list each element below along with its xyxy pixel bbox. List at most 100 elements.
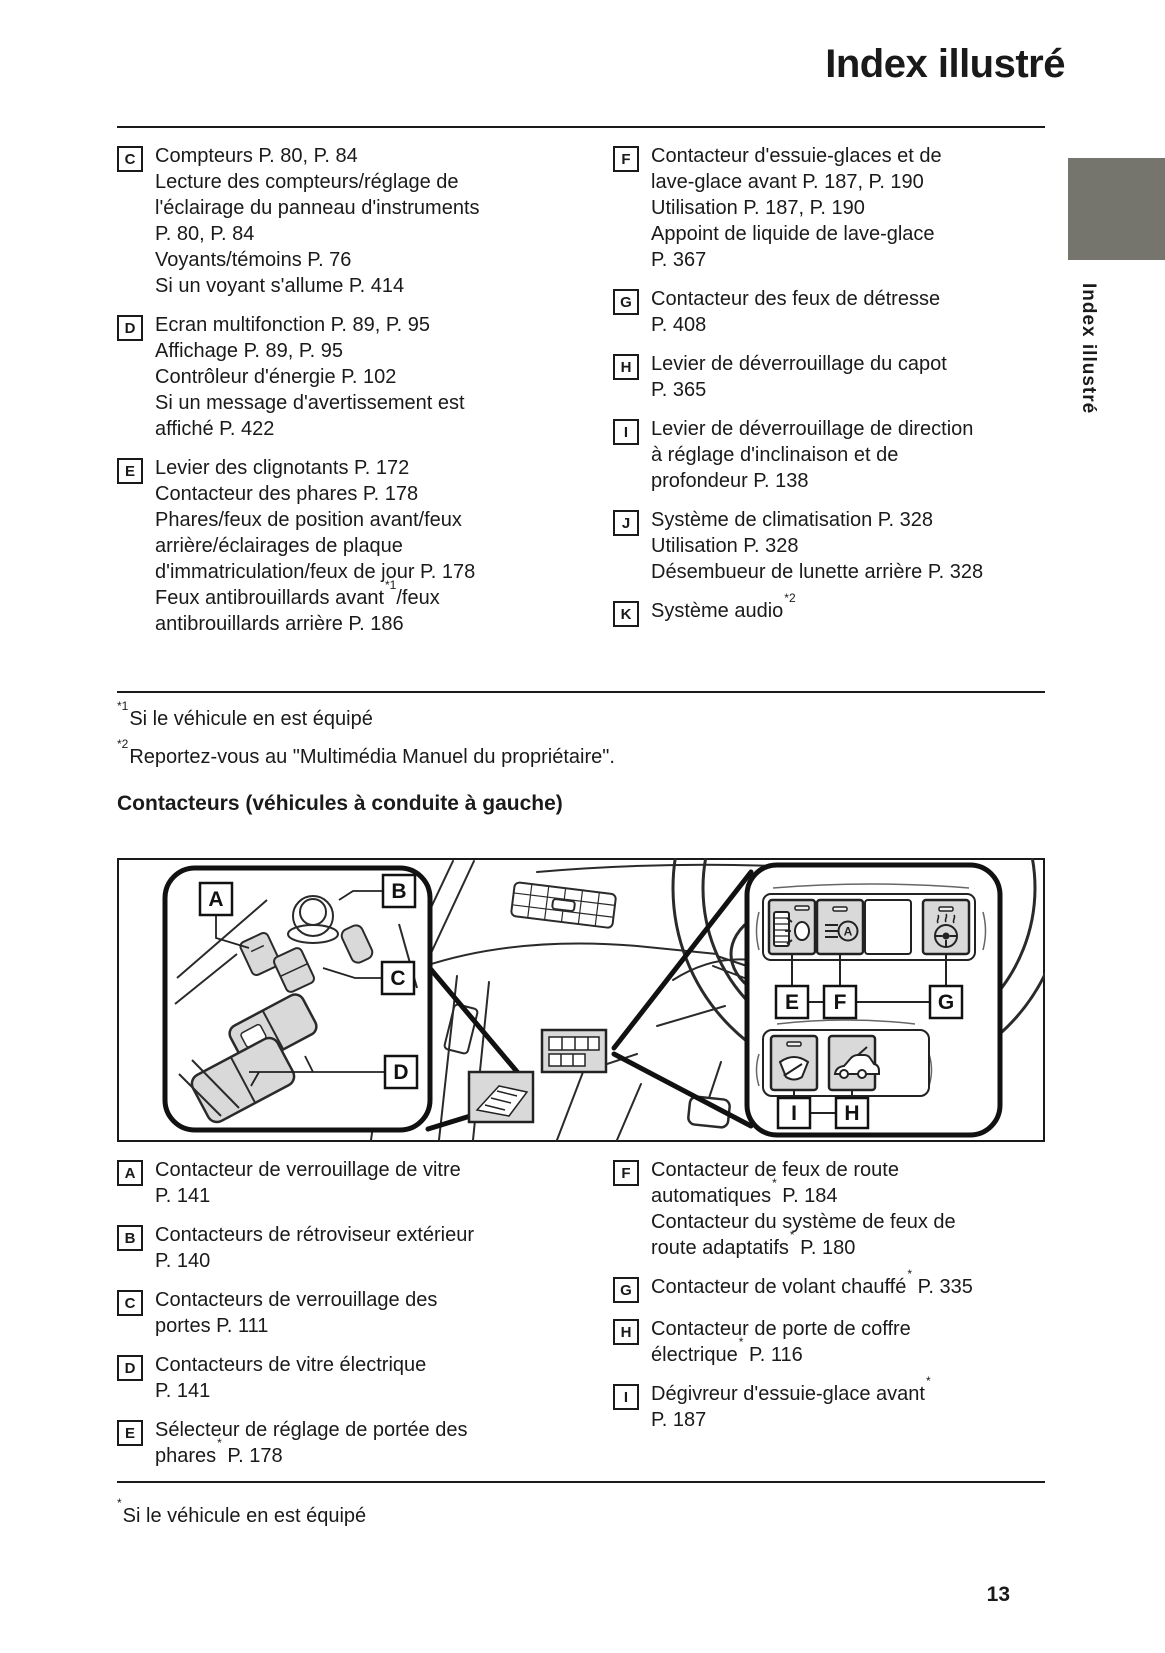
index-entry: Levier des clignotants P. 172 [155,457,410,479]
index-entry: P. 140 [155,1250,211,1272]
index-entry: Contacteur de porte de coffre [651,1318,911,1340]
index-item-text: Contacteur de volant chauffé* P. 335 [651,1267,973,1303]
headlight-leveling-dial-icon [773,905,810,947]
callout-key: A [117,1160,143,1186]
footnote-text: Reportez-vous au "Multimédia Manuel du p… [129,746,615,768]
index-entry: électrique* P. 116 [651,1335,803,1366]
index-entry: Phares/feux de position avant/feux [155,509,462,531]
section-heading: Contacteurs (véhicules à conduite à gauc… [117,792,563,815]
callout-label-c: C [390,967,405,990]
headlight-leveling-switch [767,898,817,956]
footnote-text: Si le véhicule en est équipé [122,1505,367,1527]
index-entry: Voyants/témoins P. 76 [155,249,352,271]
index-entry: Levier de déverrouillage de direction [651,418,974,440]
index-entry: Désembueur de lunette arrière P. 328 [651,561,984,583]
index-entry: Utilisation P. 187, P. 190 [651,197,865,219]
divider-bottom [117,1481,1045,1483]
callout-label-f: F [834,991,847,1014]
index-entry: Sélecteur de réglage de portée des [155,1419,468,1441]
superscript-marker: * [772,1176,777,1191]
auto-high-beam-icon: A [825,906,859,942]
steering-column-switch-panel [540,1028,608,1074]
index-bottom: A Contacteur de verrouillage de vitre P. 1… [117,1157,1045,1482]
index-entry: l'éclairage du panneau d'instruments [155,197,480,219]
dash-switches-inset: A [744,862,1003,1138]
callout-key: C [117,146,143,172]
index-entry: P. 367 [651,249,707,271]
power-back-door-icon [833,1046,880,1079]
callout-key: C [117,1290,143,1316]
index-entry: Utilisation P. 328 [651,535,799,557]
divider-top [117,126,1045,128]
callout-label-b: B [391,880,406,903]
index-entry: Contacteur des phares P. 178 [155,483,419,505]
index-entry: automatiques* P. 184 [651,1176,838,1207]
power-back-door-switch [827,1034,880,1092]
index-entry: Appoint de liquide de lave-glace [651,223,935,245]
auto-high-beam-switch: A [815,898,865,956]
index-entry: Contacteur de volant chauffé* P. 335 [651,1267,973,1298]
air-vent [510,881,617,929]
heated-steering-wheel-icon [934,906,958,948]
section-tab-label: Index illustré [1078,283,1099,415]
callout-key: F [613,1160,639,1186]
index-entry: P. 141 [155,1380,211,1402]
index-entry: lave-glace avant P. 187, P. 190 [651,171,924,193]
switches-diagram: A B C D [117,858,1045,1142]
callout-key: H [613,1319,639,1345]
blank-switch-slot [864,899,912,955]
callout-label-g: G [938,991,954,1014]
superscript-marker: *2 [784,591,796,606]
mirror-fold-switch [340,924,374,964]
footnote-marker: * [117,1496,122,1511]
index-entry: antibrouillards arrière P. 186 [155,613,404,635]
door-switch-zoom-panel [467,1070,535,1124]
index-entry: Contacteur des feux de détresse [651,288,941,310]
index-item-text: Système audio*2 [651,592,796,627]
callout-key: E [117,458,143,484]
index-entry: Si un voyant s'allume P. 414 [155,275,405,297]
footnote-marker: *2 [117,737,129,752]
callout-labels: A B C D [198,873,419,1090]
door-lock-switch [273,947,315,993]
superscript-marker: *1 [385,578,397,593]
index-entry: Système de climatisation P. 328 [651,509,934,531]
callout-key: F [613,146,639,172]
superscript-marker: * [925,1374,931,1389]
index-entry: Contacteur de feux de route [651,1159,899,1181]
index-entry: Si un message d'avertissement est [155,392,465,414]
windshield-defogger-icon [778,1041,810,1081]
index-entry: Ecran multifonction P. 89, P. 95 [155,314,430,336]
callout-label-d: D [393,1061,408,1084]
mirror-control-knob [287,895,339,944]
callout-label-e: E [785,991,799,1014]
index-entry: phares* P. 178 [155,1436,283,1467]
callout-key: G [613,289,639,315]
index-entry: Dégivreur d'essuie-glace avant* [651,1374,931,1405]
index-entry: Contacteur de verrouillage de vitre [155,1159,461,1181]
section-tab [1068,158,1165,260]
index-entry: à réglage d'inclinaison et de [651,444,899,466]
index-bottom-left-column: A Contacteur de verrouillage de vitre P. 1… [117,1157,613,1482]
callout-label-i: I [791,1102,797,1125]
